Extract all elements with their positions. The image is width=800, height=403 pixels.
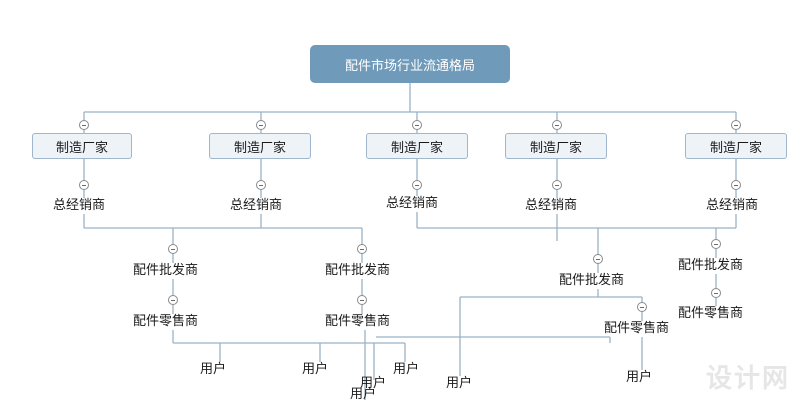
manufacturer-node-2[interactable]: 制造厂家: [209, 133, 311, 159]
distributor-node-3[interactable]: 总经销商: [386, 196, 439, 211]
wholesaler-node-3[interactable]: 配件批发商: [559, 273, 625, 288]
collapse-toggle-icon[interactable]: [731, 180, 741, 190]
retailer-node-3[interactable]: 配件零售商: [604, 321, 670, 336]
collapse-toggle-icon[interactable]: [256, 180, 266, 190]
collapse-toggle-icon[interactable]: [711, 239, 721, 249]
collapse-toggle-icon[interactable]: [731, 120, 741, 130]
distributor-node-4[interactable]: 总经销商: [525, 198, 578, 213]
collapse-toggle-icon[interactable]: [168, 244, 178, 254]
collapse-toggle-icon[interactable]: [357, 244, 367, 254]
collapse-toggle-icon[interactable]: [79, 180, 89, 190]
wholesaler-node-4[interactable]: 配件批发商: [678, 258, 744, 273]
manufacturer-node-1[interactable]: 制造厂家: [32, 133, 132, 159]
manufacturer-node-5[interactable]: 制造厂家: [685, 133, 787, 159]
collapse-toggle-icon[interactable]: [168, 295, 178, 305]
collapse-toggle-icon[interactable]: [593, 254, 603, 264]
user-node-2[interactable]: 用户: [302, 362, 329, 377]
collapse-toggle-icon[interactable]: [552, 120, 562, 130]
collapse-toggle-icon[interactable]: [711, 288, 721, 298]
user-node-4[interactable]: 用户: [360, 376, 387, 391]
watermark-logo: 设计网: [705, 364, 790, 394]
distributor-node-1[interactable]: 总经销商: [53, 198, 106, 213]
manufacturer-node-3[interactable]: 制造厂家: [366, 133, 468, 159]
retailer-node-4[interactable]: 配件零售商: [678, 306, 744, 321]
user-node-3[interactable]: 用户: [393, 362, 420, 377]
collapse-toggle-icon[interactable]: [412, 120, 422, 130]
user-node-5[interactable]: 用户: [350, 387, 377, 402]
wholesaler-node-2[interactable]: 配件批发商: [325, 263, 391, 278]
retailer-node-2[interactable]: 配件零售商: [325, 314, 391, 329]
collapse-toggle-icon[interactable]: [637, 302, 647, 312]
collapse-toggle-icon[interactable]: [256, 120, 266, 130]
collapse-toggle-icon[interactable]: [79, 120, 89, 130]
manufacturer-node-4[interactable]: 制造厂家: [505, 133, 607, 159]
user-node-6[interactable]: 用户: [446, 376, 473, 391]
user-node-1[interactable]: 用户: [200, 362, 227, 377]
distributor-node-2[interactable]: 总经销商: [230, 198, 283, 213]
retailer-node-1[interactable]: 配件零售商: [133, 314, 199, 329]
wholesaler-node-1[interactable]: 配件批发商: [133, 263, 199, 278]
distributor-node-5[interactable]: 总经销商: [706, 198, 759, 213]
root-node[interactable]: 配件市场行业流通格局: [310, 45, 510, 83]
collapse-toggle-icon[interactable]: [357, 295, 367, 305]
collapse-toggle-icon[interactable]: [552, 180, 562, 190]
collapse-toggle-icon[interactable]: [412, 180, 422, 190]
user-node-7[interactable]: 用户: [626, 370, 653, 385]
